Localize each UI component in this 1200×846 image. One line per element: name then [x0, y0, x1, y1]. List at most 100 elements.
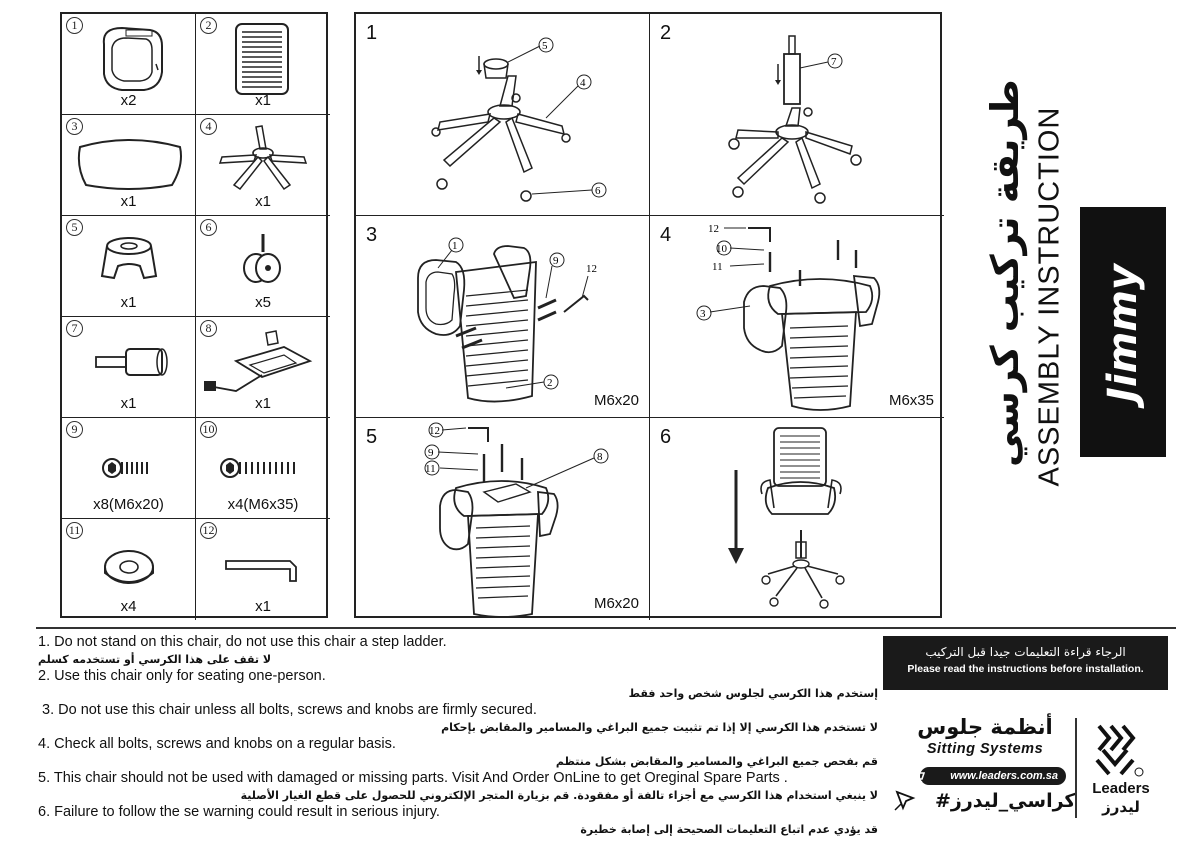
callout-12: 12	[429, 425, 440, 437]
backrest-drawing	[235, 23, 289, 95]
website-url[interactable]: www.leaders.com.sa	[920, 767, 1066, 785]
step-1: 1 5 4 6	[356, 14, 650, 216]
part-number: 5	[66, 219, 83, 236]
part-allen-key: 12 x1	[196, 519, 330, 620]
model-badge	[1080, 207, 1166, 457]
part-number: 9	[66, 421, 83, 438]
callout-12: 12	[586, 263, 597, 275]
warning-2-en: 2. Use this chair only for seating one-p…	[38, 668, 326, 684]
seat-drawing	[77, 139, 182, 190]
step-number: 5	[366, 426, 378, 448]
part-caster: 6 x5	[196, 216, 330, 317]
part-bolt-long: 10 x4(M6x35)	[196, 418, 330, 519]
logo-arabic: ليدرز	[1102, 798, 1140, 816]
cart-icon	[910, 770, 925, 784]
brand-block: أنظمة جلوس Sitting Systems	[905, 715, 1065, 757]
part-number: 3	[66, 118, 83, 135]
bolt-long-drawing	[220, 458, 295, 478]
brand-hashtag: #كراسي_ليدرز	[935, 790, 1076, 812]
parts-list: 1 x2 2 x1 3 x1	[60, 12, 330, 620]
part-quantity: x4	[120, 598, 137, 615]
part-quantity: x1	[120, 193, 137, 210]
part-backrest: 2 x1	[196, 14, 330, 115]
part-number: 2	[200, 17, 217, 34]
brand-divider	[1075, 718, 1077, 818]
step-3-drawing: 1 9 12 2	[417, 237, 597, 403]
part-number: 8	[200, 320, 217, 337]
warning-6-ar: قد يؤدي عدم اتباع التعليمات الصحيحة إلى …	[580, 823, 878, 836]
step-bolt-spec: M6x20	[593, 392, 639, 409]
step-number: 6	[660, 426, 672, 448]
callout-7: 7	[831, 56, 837, 68]
part-quantity: x1	[255, 598, 271, 615]
part-gas-lift: 7 x1	[62, 317, 196, 418]
title-arabic: طريقة تركيب كرسي	[983, 79, 1027, 467]
warning-5-en: 5. This chair should not be used with da…	[38, 770, 788, 786]
part-lift-cover: 5 x1	[62, 216, 196, 317]
allen-key-drawing	[225, 560, 297, 582]
step-6: 6	[650, 418, 944, 620]
part-quantity: x5	[255, 294, 271, 311]
part-quantity: x8(M6x20)	[93, 496, 164, 513]
lift-cover-drawing	[100, 237, 158, 280]
callout-2: 2	[547, 377, 553, 389]
part-seat: 3 x1	[62, 115, 196, 216]
warnings-list: 1. Do not stand on this chair, do not us…	[38, 634, 878, 838]
warning-4-en: 4. Check all bolts, screws and knobs on …	[38, 736, 396, 752]
callout-12: 12	[708, 223, 719, 235]
warning-3-ar: لا تستخدم هذا الكرسي إلا إذا تم تثبيت جم…	[441, 721, 878, 734]
callout-11: 11	[425, 463, 436, 475]
part-number: 7	[66, 320, 83, 337]
step-number: 1	[366, 22, 378, 44]
part-number: 11	[66, 522, 83, 539]
step-1-drawing: 5 4 6	[431, 37, 607, 202]
step-bolt-spec: M6x35	[888, 392, 934, 409]
warning-5-ar: لا ينبغي استخدام هذا الكرسي مع أجزاء تال…	[240, 789, 878, 802]
armrest-drawing	[102, 26, 163, 91]
part-number: 10	[200, 421, 217, 438]
part-mechanism: 8 x1	[196, 317, 330, 418]
part-quantity: x1	[255, 92, 271, 109]
callout-9: 9	[553, 255, 559, 267]
part-quantity: x2	[120, 92, 137, 109]
part-quantity: x1	[255, 193, 271, 210]
read-instructions-notice: الرجاء قراءة التعليمات جيدا قبل التركيب …	[883, 636, 1168, 690]
callout-11: 11	[712, 261, 723, 273]
model-name: Jimmy	[1100, 263, 1146, 403]
callout-8: 8	[597, 451, 603, 463]
washer-drawing	[104, 550, 154, 584]
part-number: 1	[66, 17, 83, 34]
part-armrest: 1 x2	[62, 14, 196, 115]
part-quantity: x4(M6x35)	[227, 496, 299, 513]
step-6-drawing	[728, 427, 845, 609]
notice-english: Please read the instructions before inst…	[907, 663, 1144, 675]
warning-1-ar: لا تقف على هذا الكرسي أو تستخدمه كسلم	[38, 653, 272, 666]
callout-4: 4	[580, 77, 586, 89]
leaders-logo-icon	[1095, 724, 1144, 777]
mechanism-drawing	[204, 330, 313, 392]
step-bolt-spec: M6x20	[593, 595, 639, 612]
divider	[36, 627, 1176, 629]
warning-2-ar: إستخدم هذا الكرسي لجلوس شخص واحد فقط	[628, 687, 878, 700]
caster-drawing	[243, 234, 281, 283]
step-2-drawing: 7	[728, 35, 862, 204]
cursor-icon	[894, 790, 916, 811]
part-washer: 11 x4	[62, 519, 196, 620]
part-quantity: x1	[120, 294, 137, 311]
brand-arabic-name: أنظمة جلوس	[917, 715, 1053, 739]
assembly-steps: 1 5 4 6 2	[354, 12, 944, 620]
step-4: 4 12 10 11 3	[650, 216, 944, 418]
part-number: 6	[200, 219, 217, 236]
callout-3: 3	[700, 308, 706, 320]
step-3: 3 1 9 12 2	[356, 216, 650, 418]
gas-lift-drawing	[95, 348, 168, 376]
step-number: 2	[660, 22, 672, 44]
part-bolt-short: 9 x8(M6x20)	[62, 418, 196, 519]
step-2: 2 7	[650, 14, 944, 216]
step-number: 4	[660, 224, 672, 246]
brand-english-name: Sitting Systems	[926, 741, 1044, 757]
callout-6: 6	[595, 185, 601, 197]
part-number: 4	[200, 118, 217, 135]
step-4-drawing: 12 10 11 3	[696, 223, 881, 411]
part-base: 4 x1	[196, 115, 330, 216]
